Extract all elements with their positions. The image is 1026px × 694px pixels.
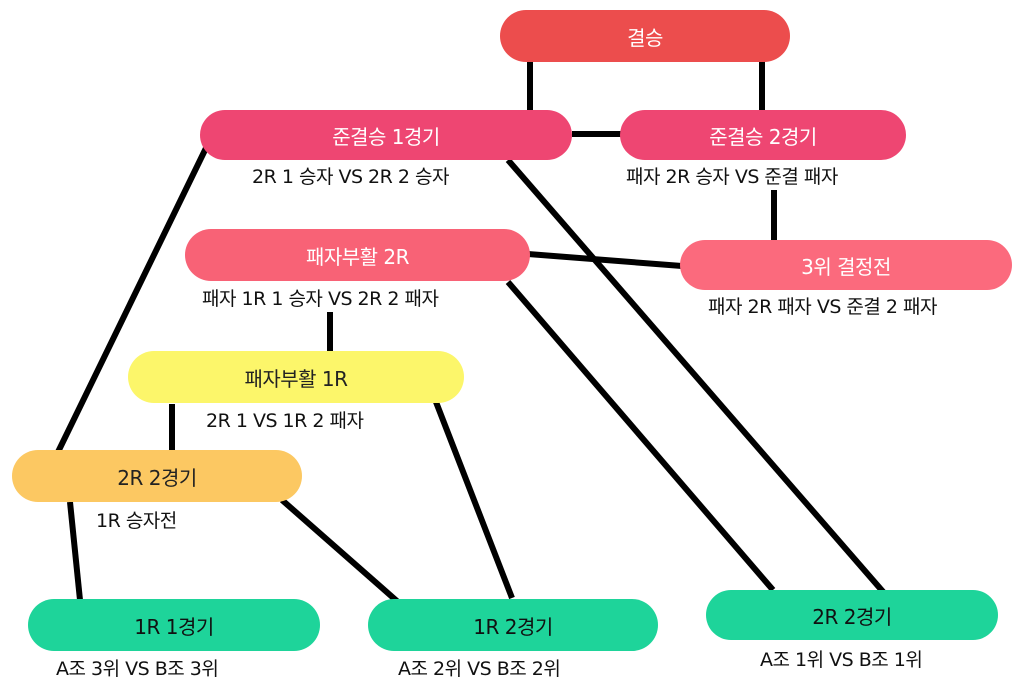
round2-game2-label: 2R 2경기: [117, 465, 197, 490]
loser-bracket-2r-label: 패자부활 2R: [305, 244, 410, 269]
semifinal-1-caption: 2R 1 승자 VS 2R 2 승자: [252, 166, 449, 188]
loser-bracket-1r-label: 패자부활 1R: [244, 366, 348, 391]
loser-bracket-2r-node[interactable]: 패자부활 2R: [185, 229, 530, 281]
third-place-caption: 패자 2R 패자 VS 준결 2 패자: [708, 296, 938, 318]
third-place-node[interactable]: 3위 결정전: [680, 240, 1012, 290]
semifinal-2-label: 준결승 2경기: [709, 124, 817, 149]
round2-game2-caption: 1R 승자전: [96, 510, 177, 532]
third-place-label: 3위 결정전: [801, 254, 891, 279]
round2-game2b-label: 2R 2경기: [812, 604, 892, 629]
edge-r2game2-r1game2: [280, 497, 400, 605]
round1-game1-node[interactable]: 1R 1경기: [28, 599, 320, 651]
semifinal-1-node[interactable]: 준결승 1경기: [200, 110, 572, 160]
loser-bracket-1r-caption: 2R 1 VS 1R 2 패자: [206, 410, 364, 432]
semifinal-2-node[interactable]: 준결승 2경기: [620, 110, 906, 160]
round1-game2-caption: A조 2위 VS B조 2위: [398, 658, 561, 680]
final-node[interactable]: 결승: [500, 10, 790, 62]
edge-loser1-r1game2: [433, 400, 515, 600]
round1-game2-node[interactable]: 1R 2경기: [368, 599, 658, 651]
edge-loser2-r2game2b: [505, 280, 776, 592]
round1-game1-label: 1R 1경기: [134, 614, 214, 639]
round2-game2b-caption: A조 1위 VS B조 1위: [760, 649, 923, 671]
loser-bracket-2r-caption: 패자 1R 1 승자 VS 2R 2 패자: [202, 288, 439, 310]
edge-loser2-third: [527, 251, 683, 269]
edge-semi1-r2game2b: [505, 158, 888, 596]
edge-semi1-r2game2: [55, 146, 209, 454]
round1-game2-label: 1R 2경기: [473, 614, 553, 639]
semifinal-1-label: 준결승 1경기: [332, 124, 440, 149]
final-label: 결승: [627, 25, 663, 50]
round1-game1-caption: A조 3위 VS B조 3위: [56, 658, 219, 680]
round2-game2b-node[interactable]: 2R 2경기: [706, 590, 998, 640]
loser-bracket-1r-node[interactable]: 패자부활 1R: [128, 351, 464, 403]
semifinal-2-caption: 패자 2R 승자 VS 준결 패자: [626, 166, 838, 188]
edge-r2game2-r1game1: [67, 501, 83, 601]
round2-game2-node[interactable]: 2R 2경기: [12, 450, 302, 502]
